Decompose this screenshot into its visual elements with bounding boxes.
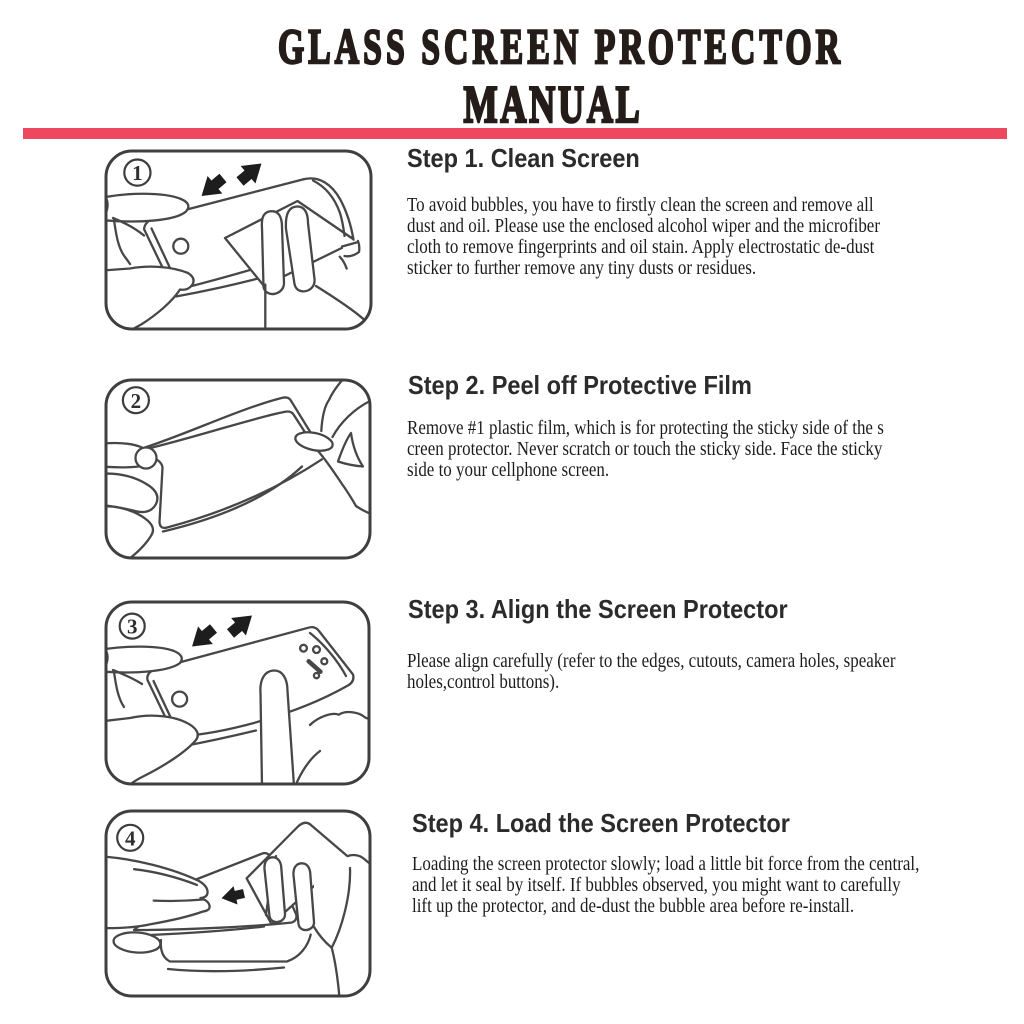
- svg-text:3: 3: [127, 615, 138, 639]
- svg-text:MANUAL: MANUAL: [464, 76, 643, 134]
- svg-text:1: 1: [132, 161, 143, 185]
- svg-text:2: 2: [131, 389, 142, 413]
- svg-text:4: 4: [125, 826, 136, 850]
- svg-text:GLASS SCREEN PROTECTOR: GLASS SCREEN PROTECTOR: [278, 18, 844, 74]
